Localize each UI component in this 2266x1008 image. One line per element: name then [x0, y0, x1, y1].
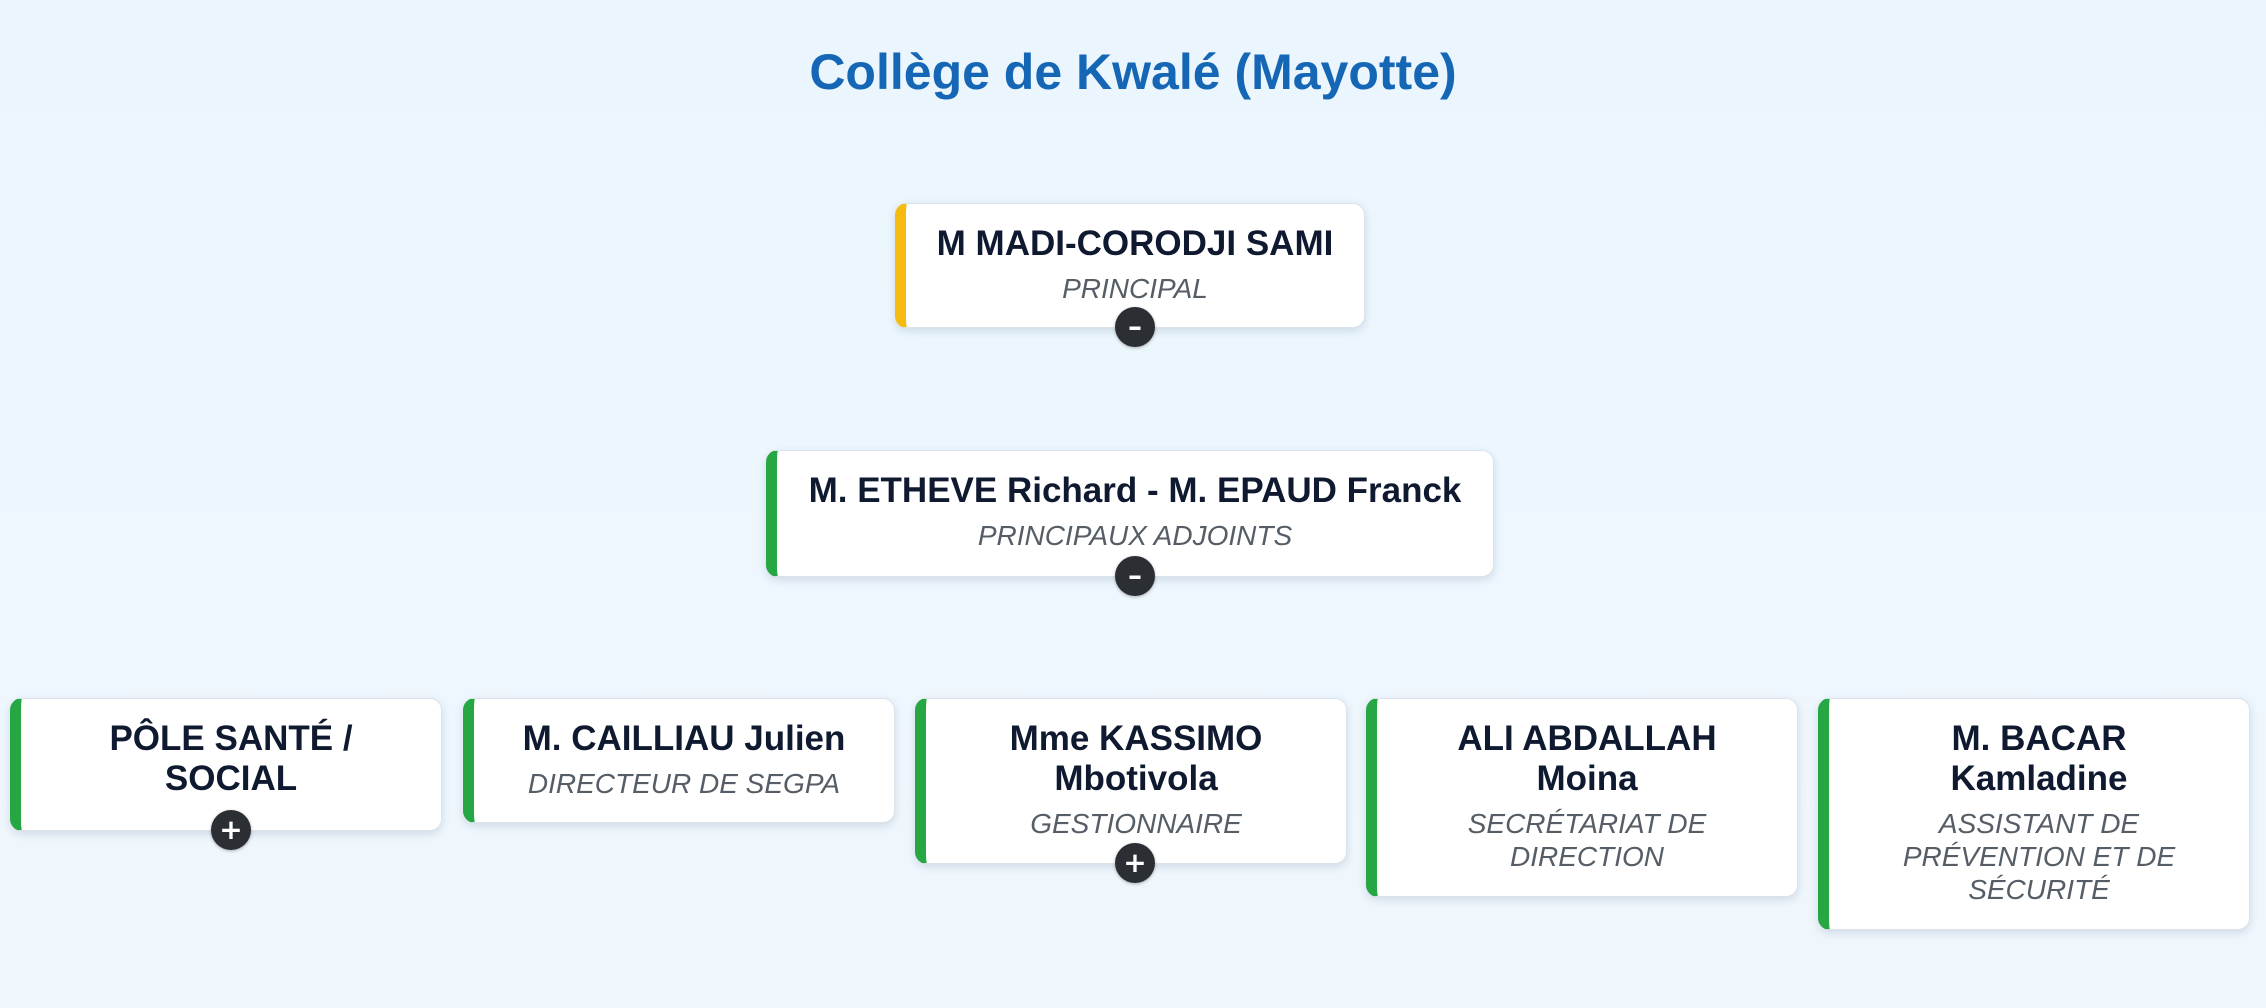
- node-name: M. CAILLIAU Julien: [522, 719, 846, 758]
- node-gestionnaire[interactable]: Mme KASSIMO Mbotivola GESTIONNAIRE: [915, 698, 1347, 864]
- collapse-toggle-icon[interactable]: –: [1115, 307, 1155, 347]
- node-name: PÔLE SANTÉ / SOCIAL: [109, 719, 353, 798]
- node-name: M MADI-CORODJI SAMI: [936, 224, 1334, 263]
- collapse-toggle-icon[interactable]: –: [1115, 556, 1155, 596]
- node-role: DIRECTEUR DE SEGPA: [527, 768, 841, 799]
- node-name: M. BACAR Kamladine: [1950, 719, 2128, 798]
- node-role: GESTIONNAIRE: [1030, 808, 1242, 839]
- page-title: Collège de Kwalé (Mayotte): [809, 44, 1457, 100]
- node-principaux-adjoints[interactable]: M. ETHEVE Richard - M. EPAUD Franck PRIN…: [766, 450, 1494, 577]
- node-directeur-segpa[interactable]: M. CAILLIAU Julien DIRECTEUR DE SEGPA: [463, 698, 895, 823]
- node-name: ALI ABDALLAH Moina: [1457, 719, 1717, 798]
- node-role: ASSISTANT DE PRÉVENTION ET DE SÉCURITÉ: [1902, 808, 2176, 905]
- node-prevention-securite[interactable]: M. BACAR Kamladine ASSISTANT DE PRÉVENTI…: [1818, 698, 2250, 930]
- node-secretariat[interactable]: ALI ABDALLAH Moina SECRÉTARIAT DE DIRECT…: [1366, 698, 1798, 897]
- expand-toggle-icon[interactable]: +: [1115, 843, 1155, 883]
- node-role: SECRÉTARIAT DE DIRECTION: [1467, 808, 1707, 872]
- node-name: M. ETHEVE Richard - M. EPAUD Franck: [808, 471, 1462, 510]
- node-role: PRINCIPAUX ADJOINTS: [977, 520, 1293, 551]
- node-role: PRINCIPAL: [1062, 273, 1208, 304]
- node-name: Mme KASSIMO Mbotivola: [1009, 719, 1263, 798]
- expand-toggle-icon[interactable]: +: [211, 810, 251, 850]
